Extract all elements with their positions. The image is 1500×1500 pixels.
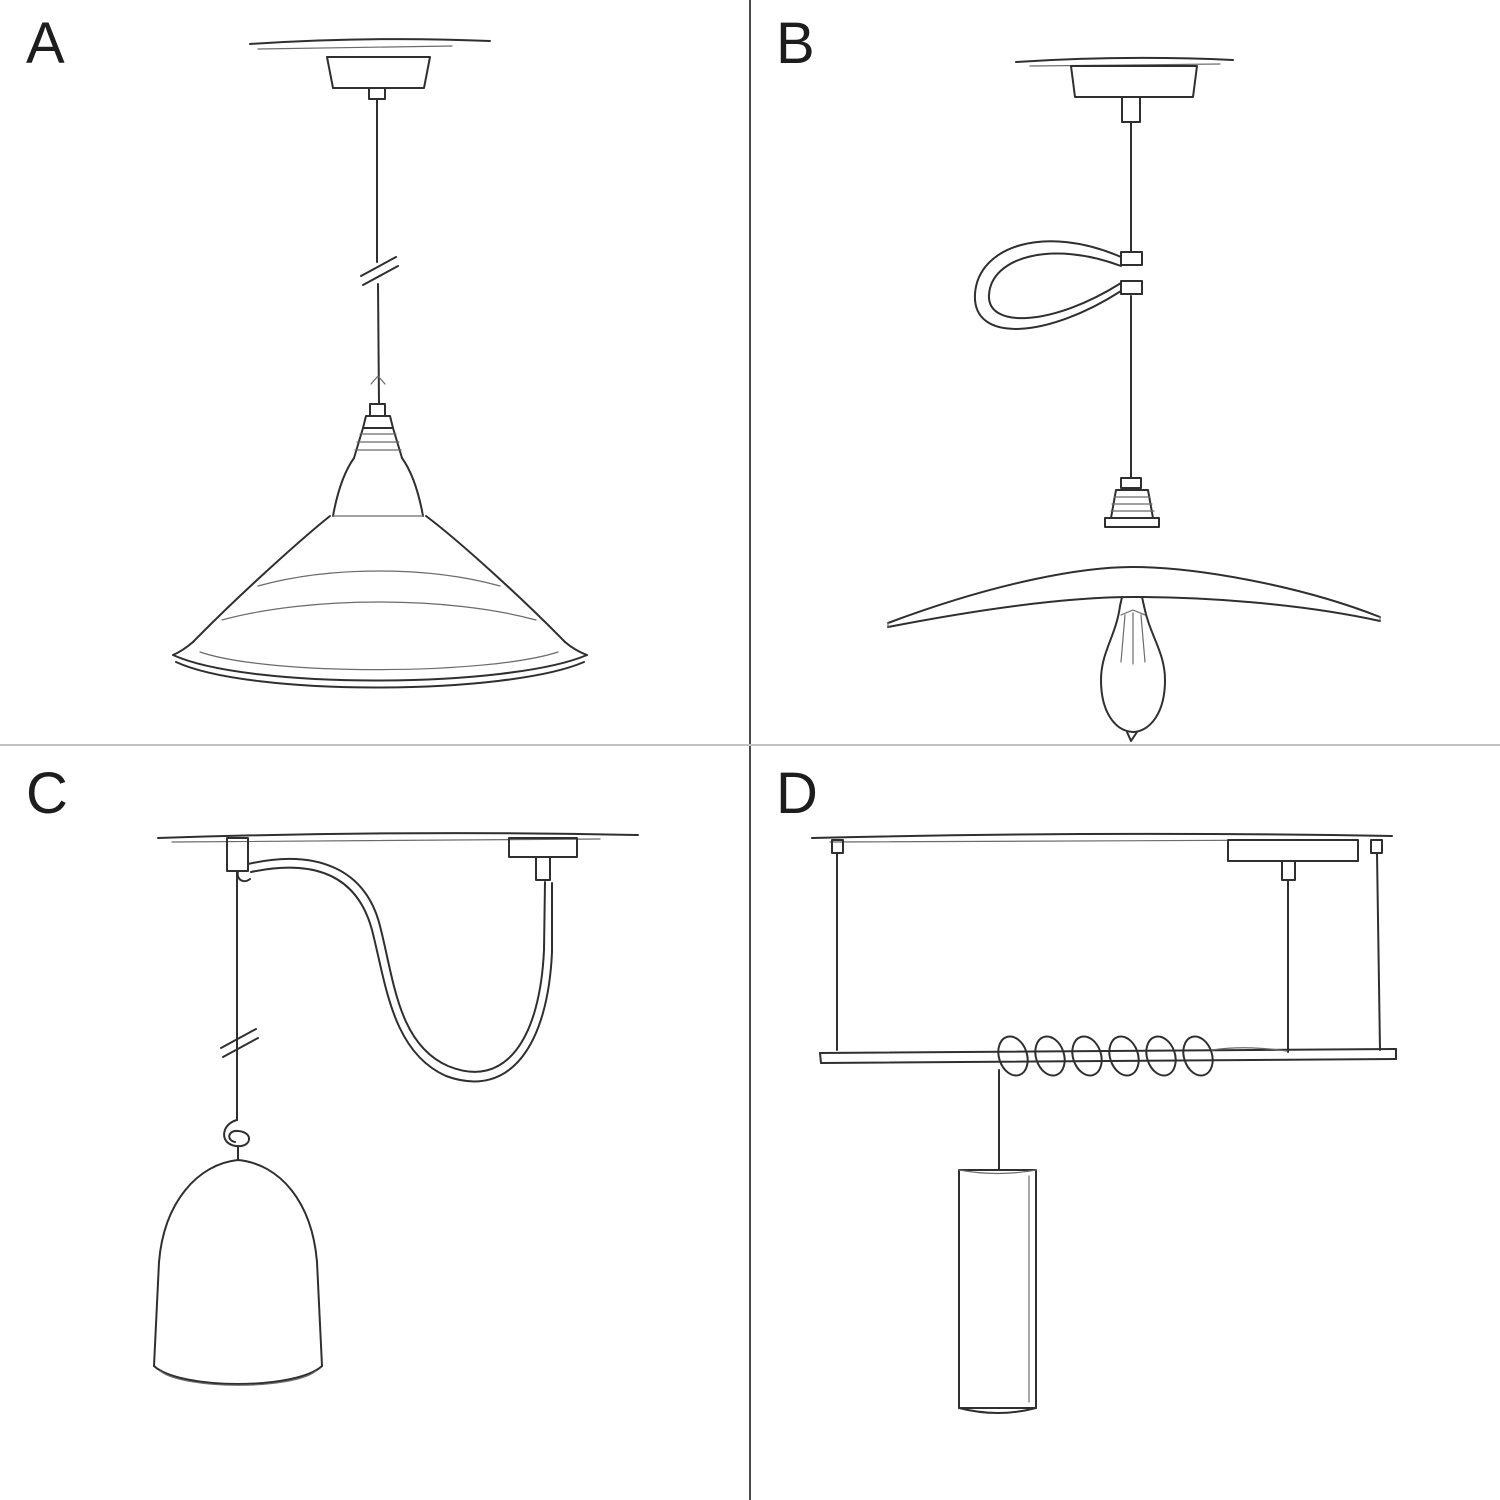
cable-knot [223, 1119, 250, 1161]
ceiling-line [1015, 56, 1234, 67]
ceiling-rose [508, 837, 578, 881]
ceiling-line [249, 38, 491, 50]
suspension-wires [831, 839, 1383, 1051]
lamp-holder [332, 403, 424, 517]
bell-shade [153, 1159, 323, 1386]
panel-a-label: A [26, 11, 66, 76]
horizontal-bar [819, 1048, 1397, 1064]
panel-c-label: C [26, 761, 69, 826]
drop-cable [220, 870, 259, 1121]
panel-b: B [750, 0, 1500, 750]
light-bulb [1100, 596, 1166, 742]
sketch-pendant-flat-shade-bulb [887, 56, 1381, 742]
ceiling-hook [226, 837, 251, 883]
panel-c: C [0, 750, 750, 1500]
panel-a: A [0, 0, 750, 750]
flat-plate-shade [887, 566, 1381, 628]
ceiling-rose [326, 56, 431, 100]
sketch-swag-pendant-bell-shade [153, 832, 639, 1386]
sketch-pendant-bistro-shade [172, 38, 588, 689]
sketch-suspended-bar-tube-pendant [811, 832, 1397, 1414]
tube-shade [958, 1169, 1037, 1414]
ceiling-rose [1227, 839, 1359, 1053]
panel-b-label: B [776, 11, 816, 76]
panel-d: D [750, 750, 1500, 1500]
pendant-cable [360, 98, 399, 405]
divider-horizontal [0, 744, 1500, 746]
cable-loop-tie [973, 240, 1143, 330]
divider-vertical [749, 0, 751, 1500]
lamp-holder [1104, 477, 1160, 528]
ceiling-line [157, 832, 639, 843]
coiled-cable [997, 1035, 1288, 1077]
ceiling-rose [1070, 65, 1198, 123]
panel-d-label: D [776, 761, 819, 826]
swag-cable [247, 857, 553, 1083]
bistro-metal-shade [172, 515, 588, 689]
